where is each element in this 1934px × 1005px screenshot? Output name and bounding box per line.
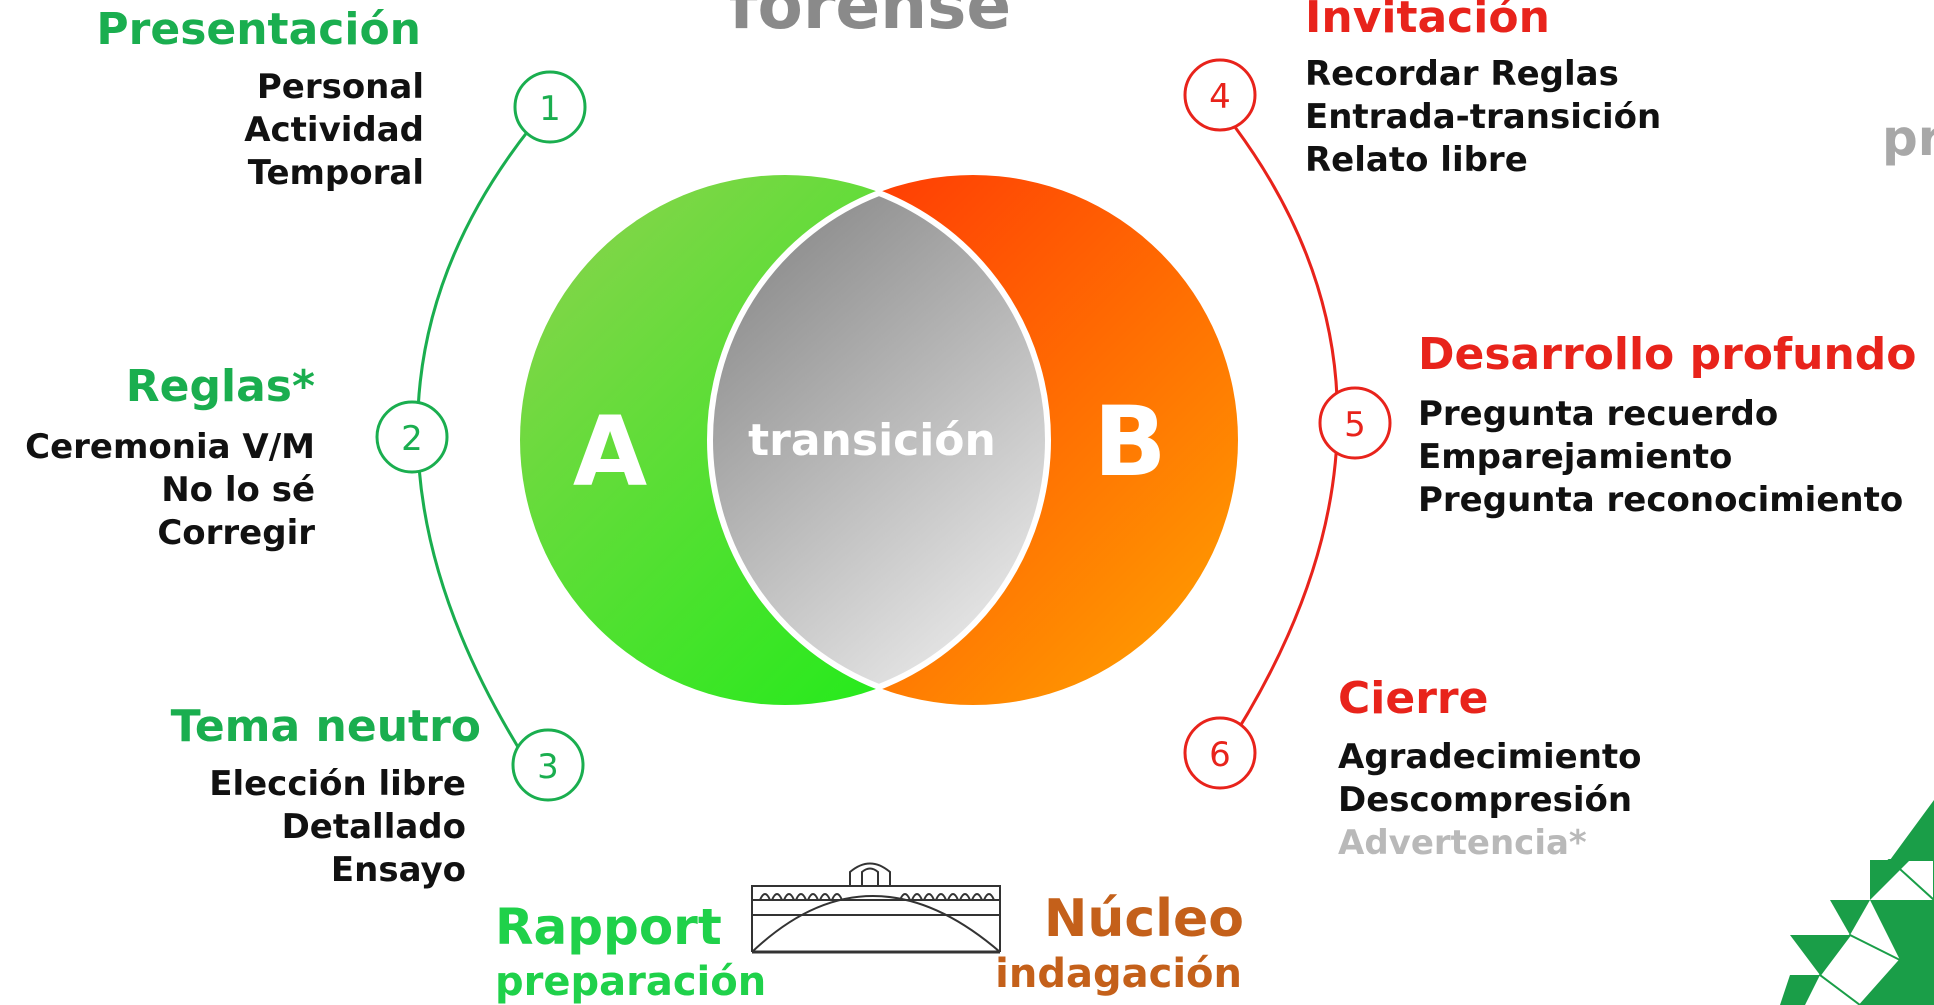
step-1-items: Personal Actividad Temporal <box>244 70 424 199</box>
rapport-subtitle: preparación <box>495 959 767 1005</box>
step-5-item: Pregunta recuerdo <box>1418 394 1779 434</box>
step-5-heading: Desarrollo profundo <box>1418 329 1917 380</box>
step-circle-1: 1 <box>513 70 587 144</box>
step-6-item: Agradecimiento <box>1338 737 1642 777</box>
nucleo-subtitle: indagación <box>995 951 1242 997</box>
step-3-item: Ensayo <box>330 850 466 890</box>
step-6-heading: Cierre <box>1338 673 1489 724</box>
step-1-heading: Presentación <box>96 4 421 55</box>
bridge-icon <box>751 862 1001 954</box>
step-4-item: Relato libre <box>1305 140 1528 180</box>
step-3-heading: Tema neutro <box>170 701 481 752</box>
step-circle-6: 6 <box>1183 716 1257 790</box>
step-circle-5: 5 <box>1318 386 1392 460</box>
edge-text-partial: pr <box>1882 109 1934 167</box>
step-6-item: Descompresión <box>1338 780 1633 820</box>
step-4-items: Recordar Reglas Entrada-transición Relat… <box>1305 57 1661 186</box>
step-5-item: Emparejamiento <box>1418 437 1733 477</box>
svg-text:2: 2 <box>401 419 423 459</box>
step-2-heading: Reglas* <box>125 361 315 412</box>
step-5-items: Pregunta recuerdo Emparejamiento Pregunt… <box>1418 397 1903 526</box>
svg-text:1: 1 <box>539 89 561 129</box>
svg-text:5: 5 <box>1344 405 1366 445</box>
step-circle-3: 3 <box>511 728 585 802</box>
step-1-item: Personal <box>256 67 424 107</box>
step-2-item: Corregir <box>157 513 315 553</box>
step-2-items: Ceremonia V/M No lo sé Corregir <box>25 430 315 559</box>
step-5-item: Pregunta reconocimiento <box>1418 480 1904 520</box>
step-1-item: Actividad <box>244 110 424 150</box>
venn-label-a: A <box>573 396 647 508</box>
step-1-item: Temporal <box>247 153 424 193</box>
step-6-item-muted: Advertencia* <box>1338 823 1587 863</box>
page-title-partial: forense <box>729 0 1011 44</box>
svg-text:4: 4 <box>1209 77 1231 117</box>
step-4-item: Entrada-transición <box>1305 97 1662 137</box>
step-3-items: Elección libre Detallado Ensayo <box>209 767 466 896</box>
venn-diagram: A B transición <box>520 175 1238 705</box>
step-2-item: Ceremonia V/M <box>25 427 315 467</box>
step-6-items: Agradecimiento Descompresión Advertencia… <box>1338 740 1642 869</box>
svg-text:3: 3 <box>537 747 559 787</box>
step-circle-2: 2 <box>375 400 449 474</box>
venn-intersection <box>707 189 1051 691</box>
venn-label-center: transición <box>748 415 996 466</box>
step-4-item: Recordar Reglas <box>1305 54 1619 94</box>
corner-logo-fragment <box>1780 800 1934 1005</box>
venn-label-b: B <box>1093 386 1166 498</box>
svg-text:6: 6 <box>1209 735 1231 775</box>
step-2-item: No lo sé <box>161 470 315 510</box>
rapport-title: Rapport <box>495 898 722 956</box>
step-4-heading: Invitación <box>1305 0 1550 43</box>
step-3-item: Elección libre <box>209 764 466 804</box>
step-3-item: Detallado <box>281 807 466 847</box>
nucleo-title: Núcleo <box>1043 889 1244 949</box>
step-circle-4: 4 <box>1183 58 1257 132</box>
